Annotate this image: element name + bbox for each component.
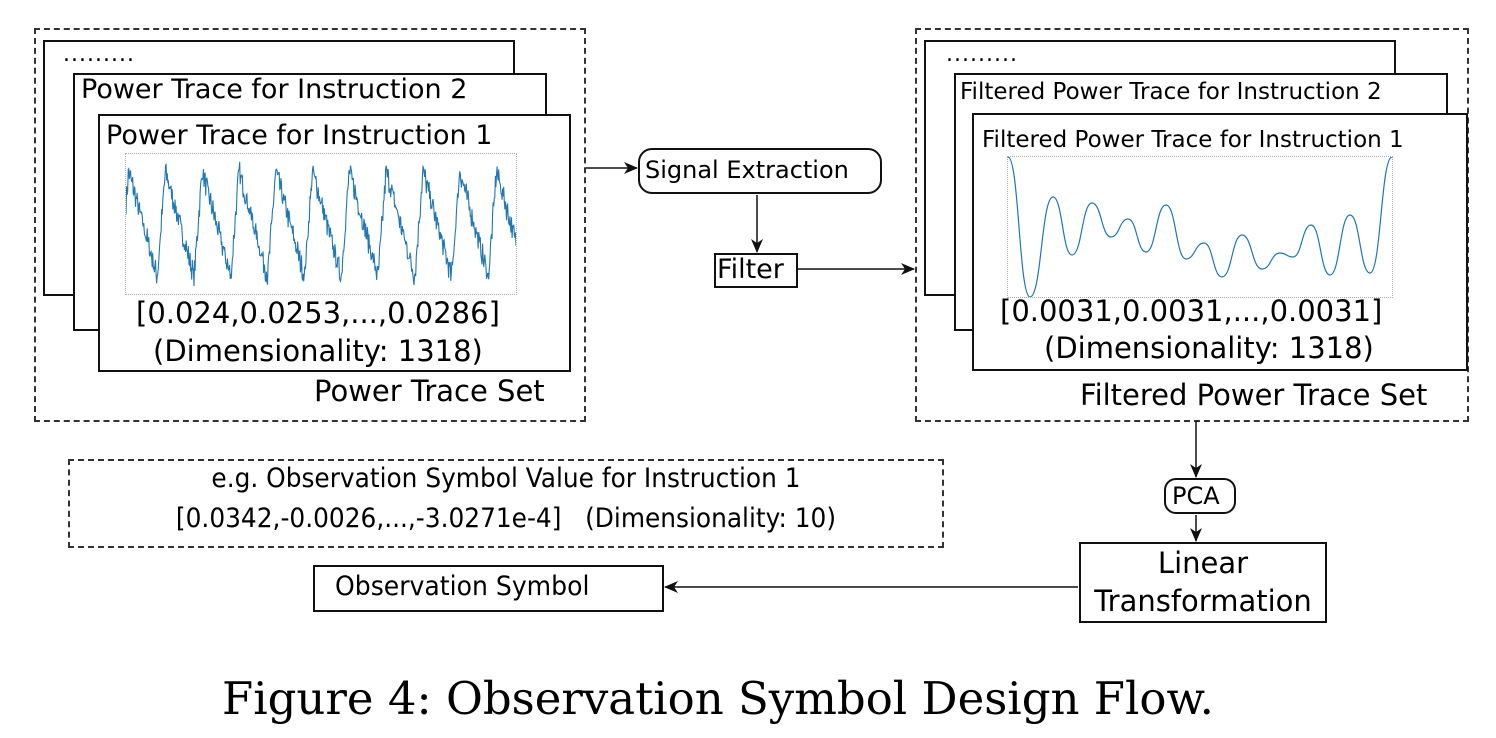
raw-power-trace-svg (126, 161, 516, 287)
filtered-trace-vector: [0.0031,0.0031,...,0.0031] (1000, 294, 1383, 328)
raw-power-trace-line (126, 161, 516, 287)
filter-label: Filter (717, 254, 784, 285)
filtered-power-trace-set-label: Filtered Power Trace Set (1080, 378, 1428, 412)
figure-caption: Figure 4: Observation Symbol Design Flow… (222, 672, 1214, 725)
signal-extraction-node: Signal Extraction (638, 148, 882, 194)
linear-transformation-node: Linear Transformation (1079, 542, 1327, 623)
pca-node: PCA (1164, 478, 1236, 514)
filtered-trace-card-1-title: Filtered Power Trace for Instruction 1 (982, 127, 1404, 153)
linear-transformation-label-line2: Transformation (1094, 584, 1312, 618)
filtered-trace-card-1: Filtered Power Trace for Instruction 1 [… (972, 113, 1468, 371)
filtered-power-trace-line (1008, 157, 1392, 297)
raw-trace-dimensionality: (Dimensionality: 1318) (153, 334, 483, 368)
filter-node: Filter (714, 253, 798, 288)
power-trace-set-group (34, 28, 586, 422)
observation-example-box: e.g. Observation Symbol Value for Instru… (68, 459, 944, 548)
filtered-trace-dimensionality: (Dimensionality: 1318) (1044, 331, 1374, 365)
filtered-ellipsis-label: ......... (946, 42, 1018, 67)
filtered-power-trace-plot (1007, 156, 1393, 298)
trace-card-1-title: Power Trace for Instruction 1 (106, 120, 493, 151)
raw-power-trace-plot (125, 153, 517, 295)
observation-example-line2: [0.0342,-0.0026,...,-3.0271e-4] (Dimensi… (175, 503, 837, 534)
raw-trace-vector: [0.024,0.0253,...,0.0286] (136, 296, 500, 330)
observation-symbol-label: Observation Symbol (335, 571, 590, 602)
ellipsis-label: ......... (63, 42, 135, 67)
signal-extraction-label: Signal Extraction (645, 156, 849, 184)
observation-example-line1: e.g. Observation Symbol Value for Instru… (211, 463, 801, 494)
observation-symbol-node: Observation Symbol (313, 565, 664, 612)
power-trace-set-label: Power Trace Set (314, 374, 545, 408)
trace-card-1: Power Trace for Instruction 1 [0.024,0.0… (98, 114, 571, 372)
linear-transformation-label-line1: Linear (1157, 546, 1249, 580)
pca-label: PCA (1172, 482, 1220, 510)
filtered-power-trace-set-group (915, 28, 1469, 422)
filtered-trace-card-2-title: Filtered Power Trace for Instruction 2 (960, 79, 1382, 105)
trace-card-2-title: Power Trace for Instruction 2 (81, 74, 468, 105)
filtered-power-trace-svg (1008, 157, 1392, 297)
